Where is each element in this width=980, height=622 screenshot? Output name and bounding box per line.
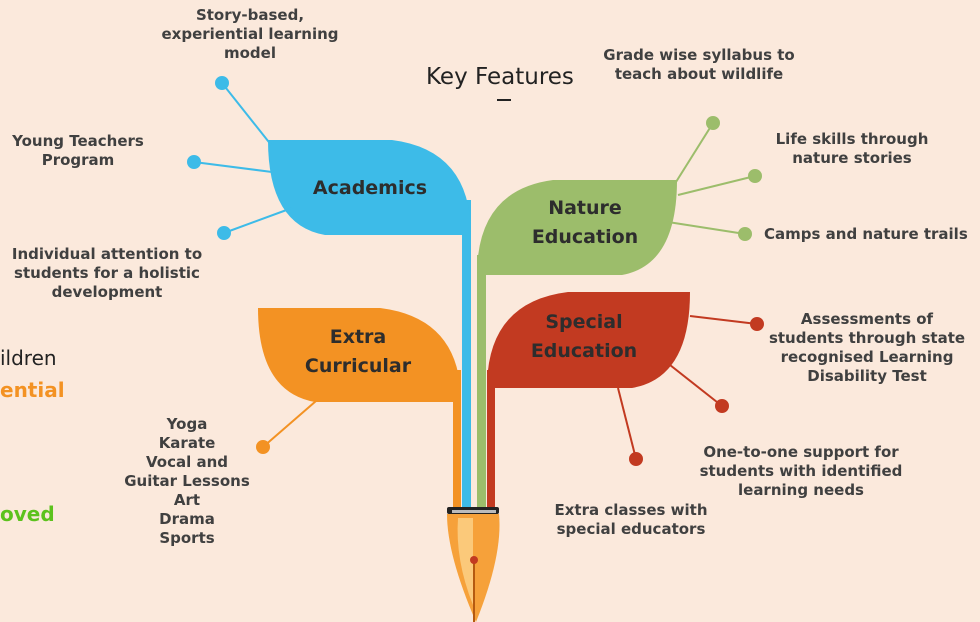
academics-label: Academics	[312, 177, 428, 199]
side-text-line-1: ildren	[0, 346, 57, 370]
side-text-line-3: oved	[0, 502, 55, 526]
extra-label-line-1: Extra	[329, 326, 387, 348]
academics-item-story-based: Story-based, experiential learning model	[161, 6, 339, 62]
extra-curricular-label: Extra Curricular	[288, 323, 428, 381]
pen-nib-icon	[447, 507, 500, 622]
special-item-extra-classes: Extra classes with special educators	[554, 501, 708, 538]
special-education-label: Special Education	[514, 308, 654, 366]
special-item-one-to-one-support: One-to-one support for students with ide…	[699, 443, 903, 499]
extra-stem	[453, 370, 461, 510]
nature-connectors	[667, 116, 762, 241]
nature-stem	[477, 255, 486, 510]
special-label-line-2: Education	[530, 340, 638, 362]
academics-item-individual-attention: Individual attention to students for a h…	[11, 245, 203, 301]
academics-stem	[462, 200, 471, 510]
special-connectors	[617, 315, 764, 466]
diagram-title: Key Features	[426, 64, 574, 90]
special-label-line-1: Special	[545, 311, 623, 333]
nature-education-label: Nature Education	[515, 194, 655, 252]
extra-label-line-2: Curricular	[304, 355, 412, 377]
special-stem	[487, 370, 495, 510]
academics-connectors	[187, 76, 293, 240]
academics-item-young-teachers: Young Teachers Program	[12, 132, 144, 169]
title-underline	[497, 99, 511, 101]
extra-curricular-items: Yoga Karate Vocal and Guitar Lessons Art…	[124, 415, 250, 547]
nature-leaf	[477, 180, 677, 275]
nature-label-line-2: Education	[531, 226, 639, 248]
nature-item-grade-wise-syllabus: Grade wise syllabus to teach about wildl…	[603, 46, 795, 83]
special-leaf	[487, 292, 690, 388]
extra-connectors	[256, 400, 317, 454]
extra-curricular-leaf	[258, 308, 461, 402]
nature-label-line-1: Nature	[548, 197, 622, 219]
special-item-assessments: Assessments of students through state re…	[768, 310, 966, 385]
academics-leaf	[268, 140, 471, 235]
nature-item-life-skills: Life skills through nature stories	[775, 130, 929, 167]
nature-item-camps-trails: Camps and nature trails	[764, 225, 968, 243]
side-text-line-2: ential	[0, 378, 65, 402]
